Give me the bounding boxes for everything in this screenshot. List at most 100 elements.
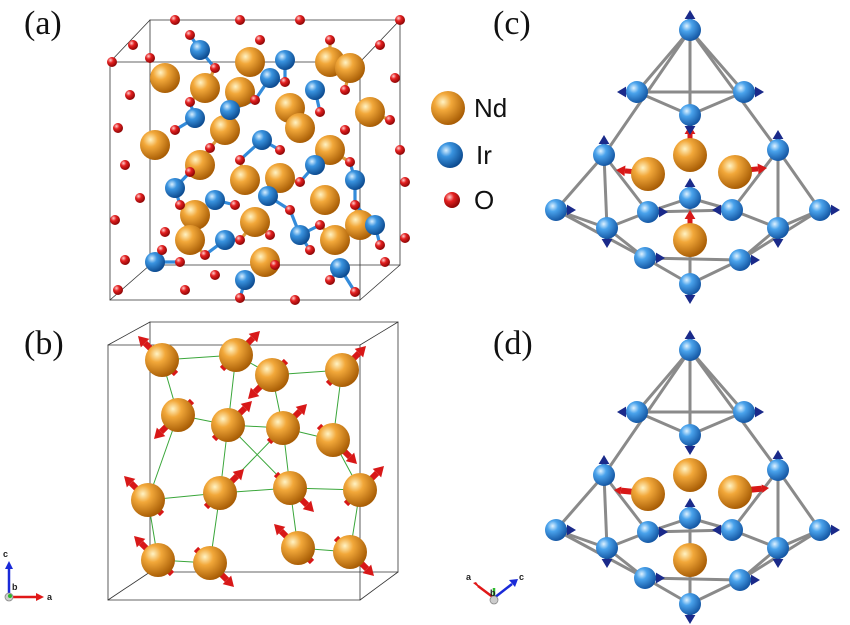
o-atom	[285, 205, 295, 215]
ir-atom	[235, 270, 255, 290]
nd-atom	[203, 476, 237, 510]
o-atom	[175, 200, 185, 210]
ir-atom	[767, 537, 789, 559]
ir-atom	[345, 170, 365, 190]
moment-head	[345, 452, 357, 464]
o-atom	[185, 30, 195, 40]
o-atom	[325, 275, 335, 285]
o-atom	[350, 287, 360, 297]
moment-head	[761, 484, 769, 493]
panel-c-tetrahedra	[545, 10, 840, 304]
ir-atom	[593, 144, 615, 166]
ir-atom	[809, 199, 831, 221]
nd-atom	[673, 543, 707, 577]
moment-head	[831, 524, 840, 536]
moment-head	[138, 336, 150, 348]
ir-ir-bond	[730, 468, 780, 532]
moment-head	[712, 204, 721, 216]
o-atom	[350, 200, 360, 210]
nd-atom	[320, 225, 350, 255]
moment-head	[372, 466, 384, 478]
unit-cell-edge	[359, 321, 399, 346]
o-atom	[113, 285, 123, 295]
ir-atom	[145, 252, 165, 272]
moment-head	[567, 204, 576, 216]
ir-atom	[626, 81, 648, 103]
nd-atom	[345, 210, 375, 240]
ir-ir-bond	[602, 473, 650, 534]
moment-head	[274, 524, 286, 536]
unit-cell-edge	[359, 264, 401, 301]
legend-nd-label: Nd	[474, 93, 507, 123]
o-atom	[185, 167, 195, 177]
ir-atom	[305, 80, 325, 100]
ir-atom	[729, 569, 751, 591]
nd-atom	[273, 471, 307, 505]
moment-head	[684, 330, 696, 339]
ir-atom	[593, 464, 615, 486]
legend-o-label: O	[474, 185, 494, 215]
moment-head	[757, 163, 767, 175]
o-atom	[280, 77, 290, 87]
moment-head	[751, 574, 760, 586]
moment-head	[598, 455, 610, 464]
panel-b-nd-sublattice	[107, 321, 399, 601]
nd-atom	[265, 163, 295, 193]
ir-atom	[165, 178, 185, 198]
ir-atom	[290, 225, 310, 245]
moment-head	[601, 239, 613, 248]
o-atom	[135, 193, 145, 203]
ir-ir-bond	[602, 153, 650, 214]
o-atom	[375, 240, 385, 250]
moment-head	[302, 500, 314, 512]
axis-triad-left: c b a	[3, 549, 53, 602]
o-atom	[210, 63, 220, 73]
o-atom	[107, 57, 117, 67]
moment-head	[684, 446, 696, 455]
nd-atom	[718, 155, 752, 189]
nd-atom	[316, 423, 350, 457]
nd-atom	[225, 77, 255, 107]
nd-atom	[131, 483, 165, 517]
ir-atom	[252, 130, 272, 150]
nd-atom	[335, 53, 365, 83]
ir-atom	[275, 50, 295, 70]
ir-atom	[679, 339, 701, 361]
legend-nd-icon	[431, 91, 465, 125]
nd-atom	[673, 138, 707, 172]
ir-atom	[721, 519, 743, 541]
moment-head	[772, 239, 784, 248]
o-atom	[385, 115, 395, 125]
moment-head	[656, 252, 665, 264]
panel-d-tetrahedra	[545, 330, 840, 624]
nd-atom	[310, 185, 340, 215]
o-atom	[345, 157, 355, 167]
ir-atom	[215, 230, 235, 250]
o-atom	[250, 95, 260, 105]
ir-atom	[190, 40, 210, 60]
o-atom	[170, 15, 180, 25]
axis-label-a-right: a	[466, 572, 472, 582]
ir-atom	[767, 139, 789, 161]
moment-head	[617, 86, 626, 98]
o-atom	[235, 15, 245, 25]
ir-atom	[634, 247, 656, 269]
o-atom	[120, 160, 130, 170]
o-atom	[210, 270, 220, 280]
moment-head	[598, 135, 610, 144]
o-atom	[315, 107, 325, 117]
moment-head	[684, 10, 696, 19]
moment-head	[232, 469, 244, 481]
moment-head	[684, 615, 696, 624]
ir-atom	[330, 258, 350, 278]
nd-atom	[631, 157, 665, 191]
panel-label-d: (d)	[493, 325, 533, 362]
ir-atom	[637, 521, 659, 543]
ir-atom	[679, 273, 701, 295]
moment-head	[240, 401, 252, 413]
nd-atom	[631, 477, 665, 511]
moment-head	[616, 165, 626, 177]
o-atom	[380, 257, 390, 267]
moment-head	[772, 559, 784, 568]
